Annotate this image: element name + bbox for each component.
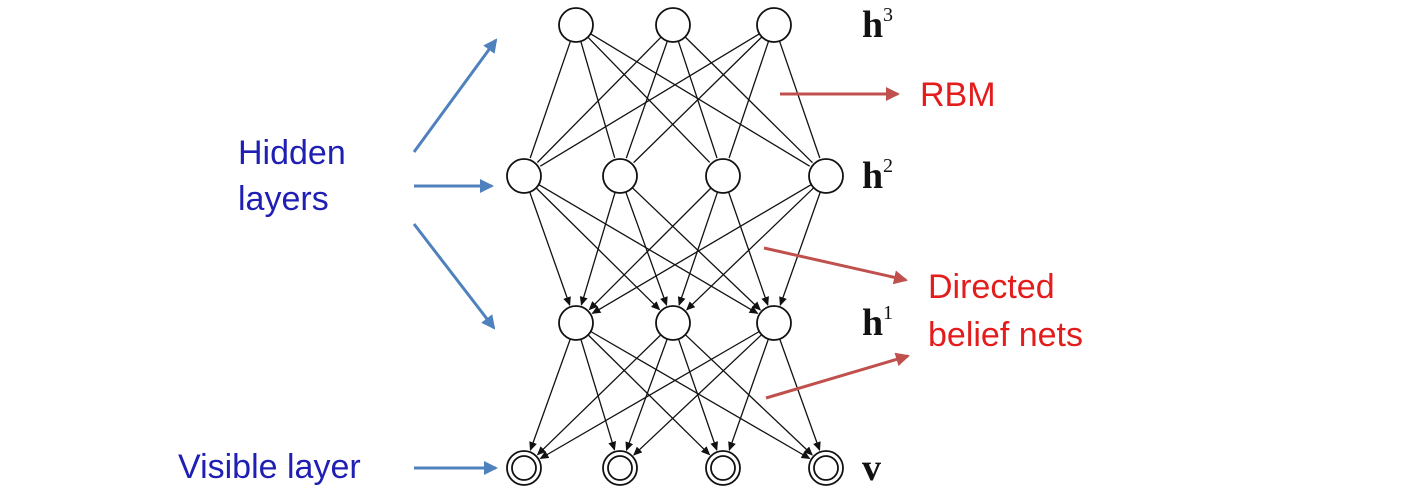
directed-label-line2: belief nets	[928, 316, 1083, 354]
layer-label-sup-h1: 1	[883, 302, 893, 324]
edge-h1-0-to-v-2	[587, 334, 711, 456]
hidden-node	[558, 305, 594, 341]
network-nodes	[506, 7, 844, 486]
edge-h1-2-to-v-3	[779, 338, 821, 452]
edge-h3-0-to-h2-3	[590, 33, 811, 167]
hidden-node	[808, 158, 844, 194]
edge-h2-1-to-h1-0	[579, 192, 616, 306]
visible-node	[705, 450, 741, 486]
edge-h1-2-to-v-2	[728, 338, 770, 452]
edge-h3-2-to-h2-2	[728, 40, 770, 159]
visible-node	[602, 450, 638, 486]
edge-h2-0-to-h1-2	[538, 184, 759, 314]
layer-label-h2: h	[862, 155, 883, 197]
visible-layer-label: Visible layer	[178, 448, 361, 486]
hidden-layers-label-line2: layers	[238, 180, 329, 218]
edge-h1-0-to-v-0	[529, 338, 571, 452]
edge-h3-1-to-h2-0	[536, 36, 662, 163]
hidden-node	[756, 7, 792, 43]
edge-h3-0-to-h2-2	[587, 36, 711, 163]
edge-h3-2-to-h2-3	[778, 40, 821, 159]
edge-h2-2-to-h1-2	[727, 191, 769, 306]
edge-h2-0-to-h1-0	[529, 191, 571, 307]
edge-h3-0-to-h2-0	[529, 40, 572, 159]
hidden-arrow-to-h1	[412, 223, 496, 330]
hidden-node	[705, 158, 741, 194]
layer-label-sup-h2: 2	[883, 155, 893, 177]
hidden-node	[602, 158, 638, 194]
edge-h1-1-to-v-0	[536, 334, 662, 456]
edge-h2-2-to-h1-0	[588, 187, 712, 311]
hidden-node	[655, 305, 691, 341]
directed-arrow-upper	[763, 246, 908, 285]
edge-h2-3-to-h1-1	[685, 187, 815, 311]
edge-h2-1-to-h1-2	[631, 187, 762, 311]
hidden-arrow-to-h3	[412, 38, 498, 153]
edge-h3-2-to-h2-1	[633, 36, 763, 164]
edge-h2-1-to-h1-1	[625, 191, 668, 307]
directed-label-line1: Directed	[928, 268, 1055, 306]
edge-h1-0-to-v-1	[580, 339, 616, 451]
hidden-layers-label-line1: Hidden	[238, 134, 346, 172]
edge-h1-2-to-v-1	[633, 334, 763, 456]
visible-node	[506, 450, 542, 486]
hidden-node	[558, 7, 594, 43]
directed-arrow-lower	[765, 352, 910, 400]
hidden-node	[756, 305, 792, 341]
edge-h3-1-to-h2-1	[625, 40, 669, 159]
edge-h1-0-to-v-3	[590, 330, 811, 460]
layer-label-h1: h	[862, 302, 883, 344]
edge-h1-1-to-v-1	[625, 338, 668, 452]
edge-h2-2-to-h1-1	[677, 191, 719, 306]
visible-node	[808, 450, 844, 486]
edge-h2-3-to-h1-2	[779, 191, 821, 307]
hidden-node	[655, 7, 691, 43]
network-edges	[529, 33, 821, 460]
layer-label-sup-h3: 3	[883, 4, 893, 26]
edge-h3-0-to-h2-1	[580, 41, 616, 158]
layer-label-h3: h	[862, 4, 883, 46]
hidden-node	[506, 158, 542, 194]
edge-h2-3-to-h1-0	[591, 184, 812, 314]
edge-h1-2-to-v-0	[539, 330, 760, 460]
layer-label-v: v	[862, 447, 881, 489]
rbm-label: RBM	[920, 76, 996, 114]
edge-h3-2-to-h2-0	[539, 33, 760, 167]
